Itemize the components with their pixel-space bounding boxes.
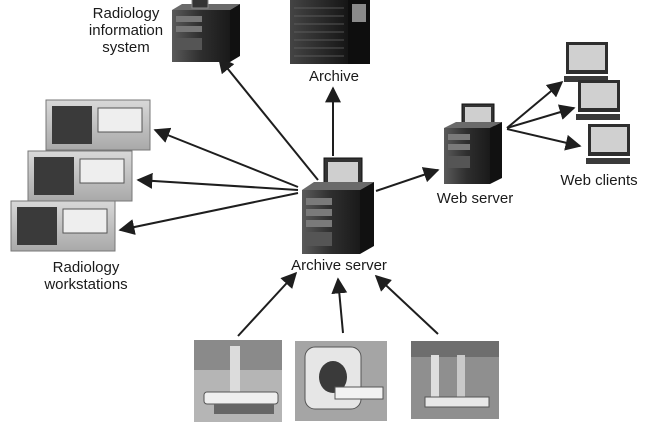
arrow-to-workstation-2 <box>136 172 299 191</box>
label-ris: Radiology information system <box>88 5 164 56</box>
client-pc-icon <box>576 80 620 120</box>
client-pc-icon <box>586 124 630 164</box>
xray-machine-icon <box>194 340 282 422</box>
label-workstations: Radiology workstations <box>44 259 128 293</box>
label-archive-server: Archive server <box>291 257 387 274</box>
arrow-to-web-client-2 <box>506 104 576 129</box>
client-pc-icon <box>564 42 608 82</box>
arrow-to-ris <box>217 56 319 181</box>
arrow-to-web-server <box>375 167 440 192</box>
archive-server-icon <box>302 157 374 254</box>
arrow-from-xray <box>237 271 298 337</box>
arrow-to-web-client-1 <box>506 80 564 129</box>
arrow-from-fluoro <box>374 274 439 335</box>
label-web-clients: Web clients <box>560 172 638 189</box>
workstation-monitor-icon <box>27 150 133 202</box>
storage-rack-icon <box>290 0 370 64</box>
arrow-to-web-client-3 <box>506 128 582 151</box>
arrow-from-ct <box>331 277 348 334</box>
server-tower-icon <box>172 0 240 62</box>
connection-arrows <box>118 56 582 337</box>
fluoroscopy-room-icon <box>411 341 499 419</box>
label-web-server: Web server <box>436 190 514 207</box>
arrow-to-workstation-3 <box>118 192 299 235</box>
workstation-monitor-icon <box>10 200 116 252</box>
workstation-monitor-icon <box>45 99 151 151</box>
label-archive: Archive <box>308 68 360 85</box>
web-server-icon <box>444 103 502 184</box>
ct-scanner-icon <box>295 341 387 421</box>
arrow-to-workstation-1 <box>153 127 299 188</box>
